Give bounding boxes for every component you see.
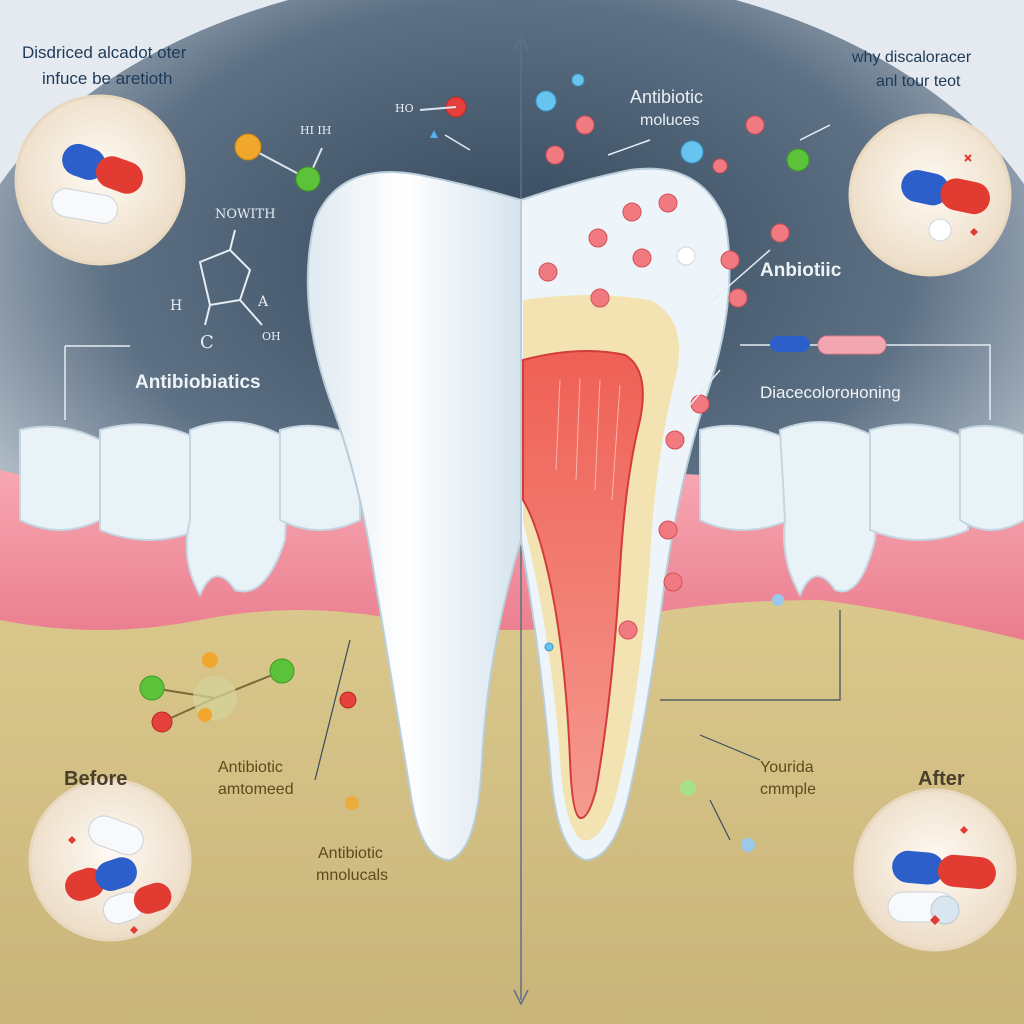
white-molecule-dot <box>676 246 696 266</box>
capsule-circle-top-right <box>848 113 1012 277</box>
chemistry-structure <box>198 96 467 326</box>
pulp-chamber <box>522 350 644 820</box>
label-anbiotiic: Anbiotiic <box>760 260 842 281</box>
label-yourida-2: cmmple <box>760 781 816 798</box>
label-antibiotic-top-2: moluces <box>640 112 700 129</box>
molecule-cluster-left <box>139 594 784 852</box>
chem-label-h: H <box>170 298 182 314</box>
label-before: Before <box>64 768 127 790</box>
chem-label-c: C <box>200 332 214 353</box>
chem-label-ho: HO <box>395 102 414 115</box>
pointer-lines-lower <box>314 610 841 841</box>
label-antibiotic-top-1: Antibiotic <box>630 87 703 107</box>
header-right-line2: anl tour teot <box>876 73 961 90</box>
chem-label-hi: HI IH <box>300 124 331 137</box>
label-yourida-1: Yourida <box>760 759 814 776</box>
label-antibiotic-armomed-1: Antibiotic <box>218 759 283 776</box>
green-molecule-dot <box>786 148 810 172</box>
sparkle-marks <box>68 228 978 934</box>
header-right-line1: why discaloracer <box>851 49 972 66</box>
capsule-circle-top-left <box>14 94 186 266</box>
background-teeth-right <box>699 421 1024 598</box>
blue-molecule-dots <box>535 73 704 652</box>
chem-label-a: A <box>257 294 269 310</box>
header-left-line2: infuce be aretioth <box>42 69 172 88</box>
label-after: After <box>918 768 965 790</box>
main-tooth-healthy <box>306 171 522 862</box>
chem-label-nowith: NOWITH <box>215 207 276 222</box>
background-teeth-left <box>19 421 361 598</box>
label-antibiotic-armomed-2: amtomeed <box>218 781 294 798</box>
header-left-line1: Disdriced alcadot oter <box>22 43 187 62</box>
capsule-circle-bottom-left <box>28 778 192 942</box>
chem-label-oh: OH <box>262 330 281 343</box>
small-capsule <box>770 335 887 355</box>
label-antibiobiatics: Antibiobiatics <box>135 372 261 393</box>
jaw-bone <box>0 560 1024 1024</box>
label-antibiotic-molucals-1: Antibiotic <box>318 845 383 862</box>
label-antibiotic-molucals-2: mnolucals <box>316 867 388 884</box>
capsule-circle-bottom-right <box>853 788 1017 952</box>
label-discoloration: Diacecoloroноning <box>760 383 901 402</box>
